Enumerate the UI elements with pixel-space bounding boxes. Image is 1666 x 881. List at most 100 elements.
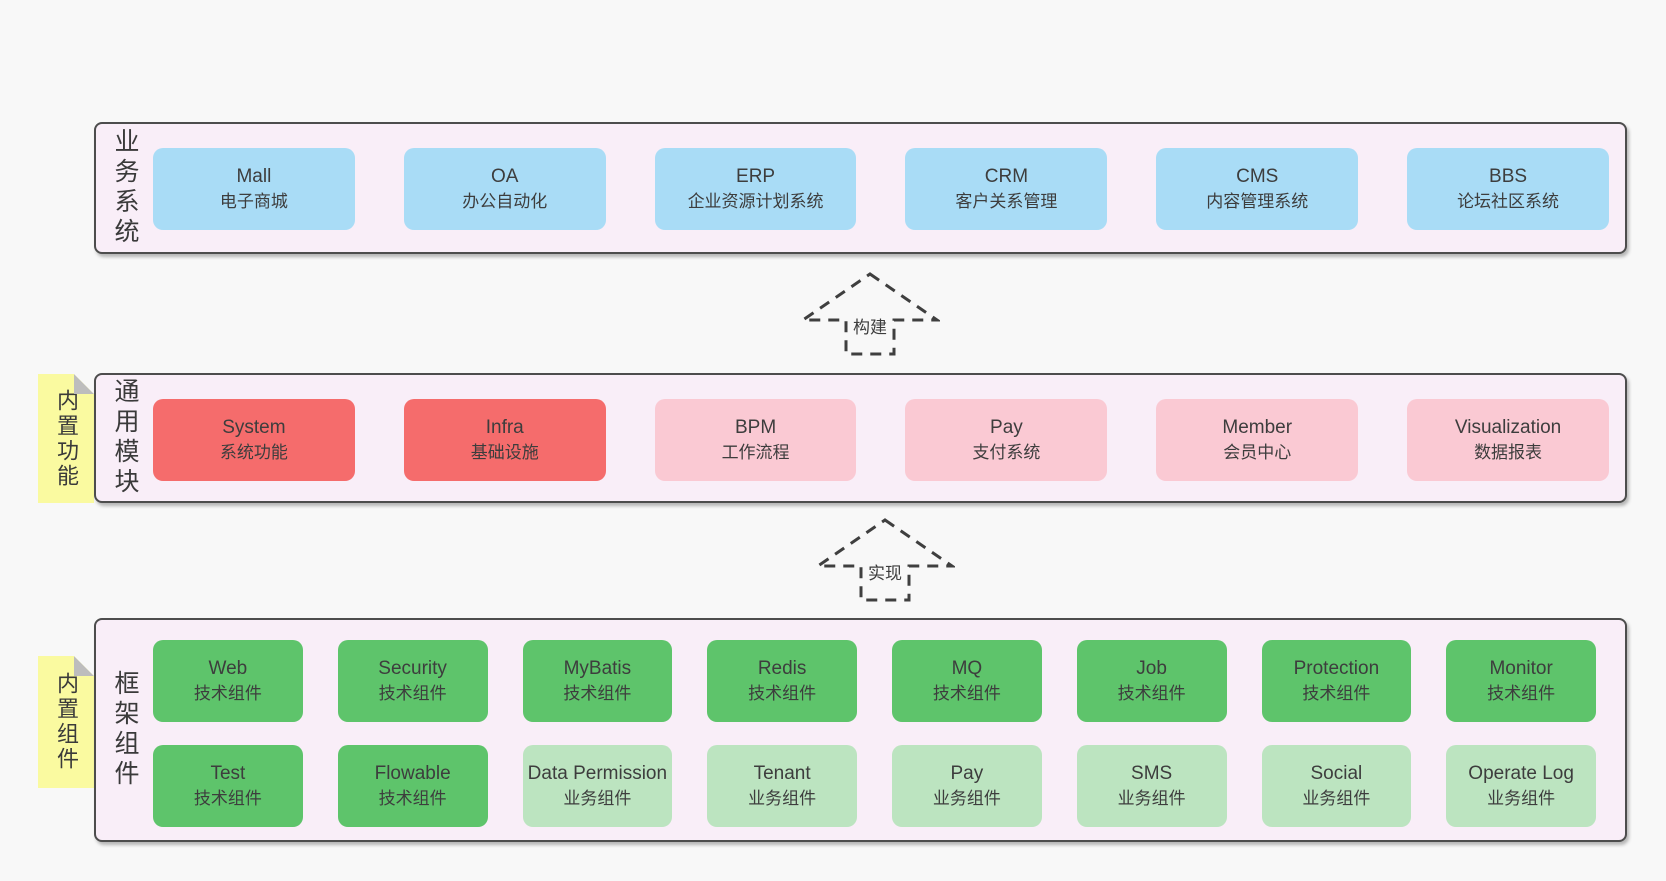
box-pay: Pay 支付系统	[905, 399, 1108, 481]
box-name: OA	[491, 165, 519, 187]
box-subtitle: 技术组件	[748, 684, 817, 704]
box-name: Pay	[990, 416, 1023, 438]
box-subtitle: 支付系统	[972, 443, 1041, 463]
sticky-note-builtin-components: 内置组件	[38, 656, 94, 788]
arrow-implement: 实现	[815, 517, 955, 603]
box-subtitle: 基础设施	[470, 443, 539, 463]
components-box-row-2: Test 技术组件 Flowable 技术组件 Data Permission …	[153, 745, 1596, 827]
box-name: Social	[1310, 762, 1363, 784]
box-name: SMS	[1131, 762, 1173, 784]
box-cms: CMS 内容管理系统	[1156, 148, 1359, 230]
section-business-systems: 业务系统 Mall 电子商城 OA 办公自动化 ERP 企业资源计划系统 CRM…	[94, 122, 1627, 254]
box-subtitle: 客户关系管理	[955, 192, 1058, 212]
box-name: Mall	[236, 165, 272, 187]
box-subtitle: 业务组件	[1117, 789, 1186, 809]
box-name: Operate Log	[1468, 762, 1574, 784]
box-subtitle: 论坛社区系统	[1457, 192, 1560, 212]
box-monitor: Monitor 技术组件	[1446, 640, 1596, 722]
box-name: System	[222, 416, 286, 438]
box-subtitle: 业务组件	[932, 789, 1001, 809]
box-name: Infra	[485, 416, 524, 438]
box-name: Visualization	[1454, 416, 1562, 438]
sticky-label: 内置组件	[54, 672, 79, 772]
box-name: MQ	[951, 657, 983, 679]
box-bbs: BBS 论坛社区系统	[1407, 148, 1609, 230]
box-job: Job 技术组件	[1076, 640, 1227, 722]
box-subtitle: 技术组件	[378, 789, 447, 809]
box-infra: Infra 基础设施	[403, 399, 606, 481]
box-name: Tenant	[753, 762, 811, 784]
folded-corner	[74, 374, 94, 394]
box-web: Web 技术组件	[153, 640, 303, 722]
box-operate-log: Operate Log 业务组件	[1446, 745, 1596, 827]
box-name: Flowable	[374, 762, 451, 784]
box-visualization: Visualization 数据报表	[1407, 399, 1609, 481]
box-subtitle: 业务组件	[563, 789, 632, 809]
box-bpm: BPM 工作流程	[654, 399, 857, 481]
box-name: BPM	[734, 416, 777, 438]
box-system: System 系统功能	[153, 399, 355, 481]
box-subtitle: 业务组件	[748, 789, 817, 809]
box-subtitle: 技术组件	[1302, 684, 1371, 704]
box-redis: Redis 技术组件	[707, 640, 857, 722]
up-block-arrow-icon	[815, 518, 955, 602]
section-common-modules: 通用模块 System 系统功能 Infra 基础设施 BPM 工作流程 Pay…	[94, 373, 1627, 503]
box-subtitle: 电子商城	[219, 192, 288, 212]
box-subtitle: 技术组件	[378, 684, 447, 704]
box-name: Monitor	[1489, 657, 1553, 679]
arrow-label: 实现	[865, 559, 905, 584]
box-name: Web	[208, 657, 248, 679]
box-data-permission: Data Permission 业务组件	[522, 745, 673, 827]
modules-box-row: System 系统功能 Infra 基础设施 BPM 工作流程 Pay 支付系统…	[153, 399, 1609, 481]
box-name: MyBatis	[563, 657, 632, 679]
box-pay-component: Pay 业务组件	[892, 745, 1042, 827]
box-social: Social 业务组件	[1261, 745, 1412, 827]
box-mybatis: MyBatis 技术组件	[522, 640, 673, 722]
box-member: Member 会员中心	[1156, 399, 1359, 481]
box-subtitle: 技术组件	[1487, 684, 1556, 704]
arrow-label: 构建	[850, 313, 890, 338]
box-name: Test	[210, 762, 246, 784]
box-name: Data Permission	[527, 762, 668, 784]
components-box-row-1: Web 技术组件 Security 技术组件 MyBatis 技术组件 Redi…	[153, 640, 1596, 722]
box-subtitle: 企业资源计划系统	[687, 192, 824, 212]
box-subtitle: 会员中心	[1223, 443, 1292, 463]
box-name: CRM	[984, 165, 1029, 187]
box-subtitle: 技术组件	[1117, 684, 1186, 704]
box-subtitle: 技术组件	[193, 684, 262, 704]
box-subtitle: 系统功能	[219, 443, 288, 463]
box-subtitle: 工作流程	[721, 443, 790, 463]
business-box-row: Mall 电子商城 OA 办公自动化 ERP 企业资源计划系统 CRM 客户关系…	[153, 148, 1609, 230]
box-subtitle: 内容管理系统	[1206, 192, 1309, 212]
box-name: ERP	[736, 165, 776, 187]
box-subtitle: 技术组件	[193, 789, 262, 809]
section-label-business: 业务系统	[96, 124, 154, 252]
box-test: Test 技术组件	[153, 745, 303, 827]
box-subtitle: 数据报表	[1474, 443, 1543, 463]
box-name: Redis	[757, 657, 807, 679]
box-oa: OA 办公自动化	[403, 148, 606, 230]
box-mall: Mall 电子商城	[153, 148, 355, 230]
arrow-build: 构建	[800, 271, 940, 357]
up-block-arrow-icon	[800, 272, 940, 356]
box-name: BBS	[1489, 165, 1528, 187]
box-name: Protection	[1293, 657, 1380, 679]
section-label-components: 框架组件	[96, 620, 154, 840]
section-label-modules: 通用模块	[96, 375, 154, 501]
box-crm: CRM 客户关系管理	[905, 148, 1108, 230]
sticky-note-builtin-features: 内置功能	[38, 374, 94, 503]
box-name: Pay	[950, 762, 984, 784]
box-subtitle: 技术组件	[563, 684, 632, 704]
box-tenant: Tenant 业务组件	[707, 745, 857, 827]
box-name: Member	[1222, 416, 1293, 438]
box-sms: SMS 业务组件	[1076, 745, 1227, 827]
box-name: Security	[378, 657, 447, 679]
box-protection: Protection 技术组件	[1261, 640, 1412, 722]
box-subtitle: 办公自动化	[462, 192, 548, 212]
folded-corner	[74, 656, 94, 676]
box-name: CMS	[1236, 165, 1279, 187]
sticky-label: 内置功能	[54, 388, 79, 489]
box-security: Security 技术组件	[337, 640, 488, 722]
box-erp: ERP 企业资源计划系统	[654, 148, 857, 230]
box-subtitle: 业务组件	[1302, 789, 1371, 809]
